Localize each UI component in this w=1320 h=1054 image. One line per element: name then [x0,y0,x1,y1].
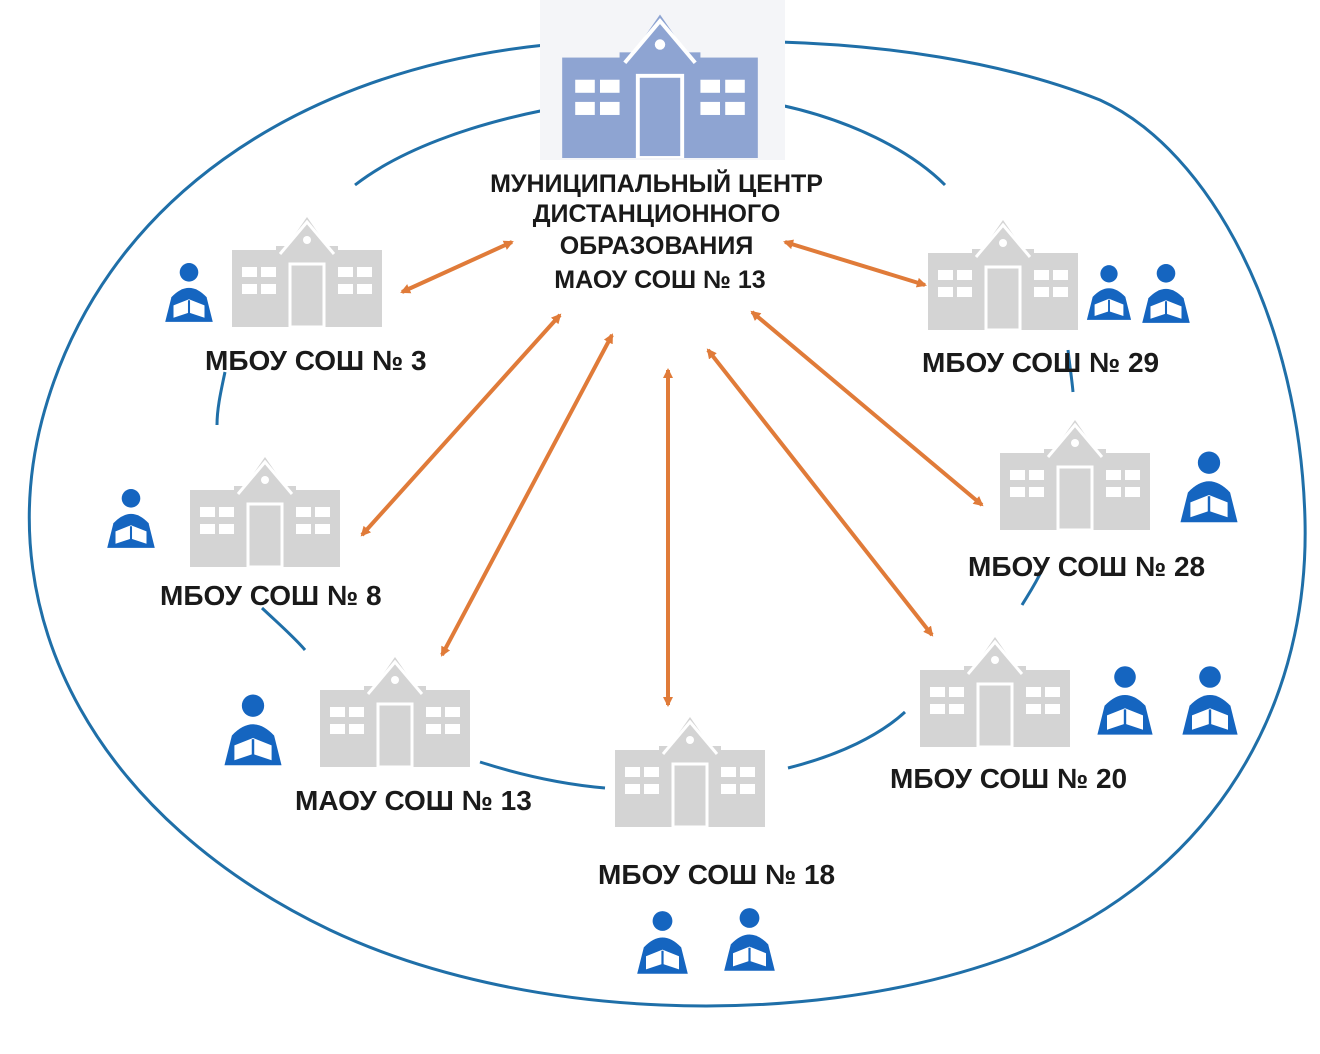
school-node-13: МАОУ СОШ № 13 [295,655,532,816]
outer-ring [27,40,1307,1008]
center-title-line-2: ДИСТАНЦИОННОГО [533,200,781,228]
school-node-29: МБОУ СОШ № 29 [922,218,1159,378]
school-label: МБОУ СОШ № 29 [922,347,1159,378]
center-title-line-1: МУНИЦИПАЛЬНЫЙ ЦЕНТР [490,168,823,198]
school-building-icon [928,218,1078,330]
arrow-to-school-20 [706,348,934,637]
arrow-to-school-28 [750,310,984,507]
student-reading-icon [106,488,156,549]
school-building-icon [320,655,470,767]
school-node-28: МБОУ СОШ № 28 [968,418,1205,582]
school-building-icon [615,715,765,827]
school-building-icon [190,455,340,567]
svg-text:МУНИЦИПАЛЬНЫЙ ЦЕНТР ДИСТ: МУНИЦИПАЛЬНЫЙ ЦЕНТР ДИСТАНЦИОННОГО ОБРАЗ… [490,168,830,294]
school-label: МАОУ СОШ № 13 [295,785,532,816]
school-building-icon [232,215,382,327]
school-label: МБОУ СОШ № 8 [160,580,382,611]
student-reading-icon [223,693,283,767]
center-node: МУНИЦИПАЛЬНЫЙ ЦЕНТР ДИСТАНЦИОННОГО ОБРАЗ… [490,0,830,294]
student-reading-icon [1141,263,1191,324]
student-reading-icon [1181,665,1239,736]
school-node-18: МБОУ СОШ № 18 [598,715,835,890]
school-building-icon [920,635,1070,747]
arrow-to-school-3 [400,240,514,294]
student-reading-icon [636,910,689,975]
student-reading-icon [723,907,776,972]
center-title-line-3: ОБРАЗОВАНИЯ [560,232,754,260]
student-reading-icon [1096,665,1154,736]
connection-arrows [360,239,984,707]
school-building-icon [1000,418,1150,530]
student-reading-icon [1179,450,1239,524]
inner-ring [215,103,1075,790]
school-label: МБОУ СОШ № 28 [968,551,1205,582]
student-reading-icon [1085,264,1133,321]
school-node-3: МБОУ СОШ № 3 [205,215,427,376]
school-label: МБОУ СОШ № 3 [205,345,427,376]
student-reading-icon [164,262,214,323]
school-label: МБОУ СОШ № 20 [890,763,1127,794]
center-title-line-4: МАОУ СОШ № 13 [554,266,765,294]
school-label: МБОУ СОШ № 18 [598,859,835,890]
school-node-8: МБОУ СОШ № 8 [160,455,382,611]
arrow-to-school-29 [783,239,927,288]
school-node-20: МБОУ СОШ № 20 [890,635,1127,794]
arrow-to-school-13 [440,333,614,657]
